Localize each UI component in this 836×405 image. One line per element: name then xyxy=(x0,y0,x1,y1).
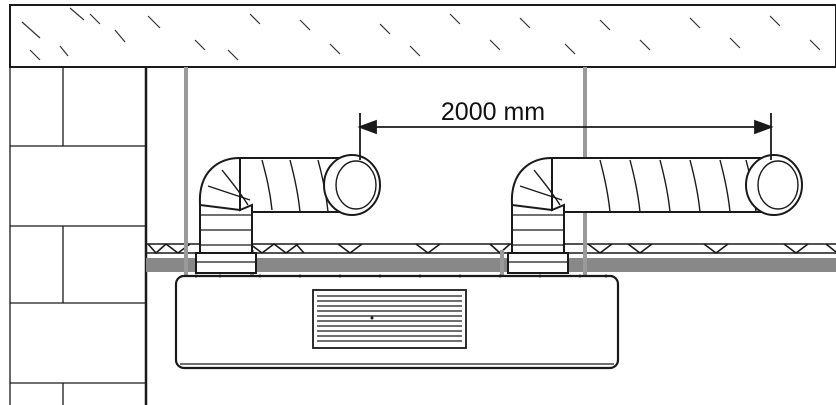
brick-wall-icon xyxy=(9,67,148,405)
flexible-duct-right xyxy=(507,154,803,274)
dimension-label: 2000 mm xyxy=(441,98,545,126)
dimension-line xyxy=(357,113,774,160)
flexible-duct-left xyxy=(195,154,381,274)
air-grille xyxy=(312,289,467,349)
concrete-slab xyxy=(9,4,836,68)
ceiling-panel xyxy=(146,258,836,272)
ceiling-truss xyxy=(146,242,836,255)
